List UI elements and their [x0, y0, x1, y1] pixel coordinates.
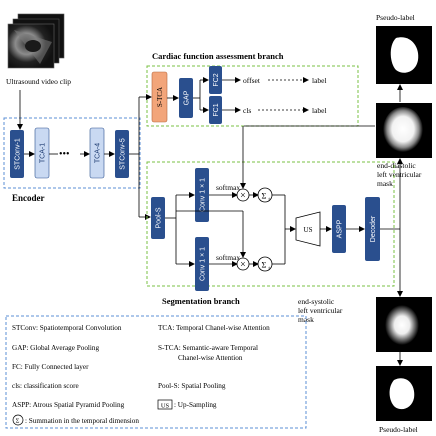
pseudo-label-bottom-shape [389, 378, 415, 410]
tca1-block: TCA-1 [34, 127, 50, 179]
legend-sum: : Summation in the temporal dimension [25, 417, 139, 425]
svg-text:t: t [269, 267, 271, 272]
encoder-box [3, 117, 141, 189]
conv-bottom-block: Conv 1 × 1 [195, 237, 209, 291]
legend-fc: FC: Fully Connected layer [12, 363, 89, 371]
svg-text:FC1: FC1 [213, 103, 220, 116]
legend-sum-icon: Σ [12, 414, 24, 426]
tca4-block: TCA-4 [89, 127, 105, 179]
es-label-2: left ventricular [298, 306, 343, 315]
stconv1-block: STConv-1 [10, 130, 24, 178]
softmax-top-text: softmax [216, 183, 240, 192]
offset-label-text: label [312, 76, 327, 85]
svg-text:TCA-4: TCA-4 [95, 143, 102, 163]
svg-text:×: × [240, 191, 246, 202]
sum-bottom: Σ t [257, 256, 273, 272]
svg-text:Decoder: Decoder [370, 215, 377, 242]
legend-stca-1: S-TCA: Semantic-aware Temporal [158, 344, 258, 352]
svg-text:S-TCA: S-TCA [156, 87, 164, 107]
svg-text:FC2: FC2 [213, 73, 220, 86]
legend-pools: Pool-S: Spatial Pooling [158, 382, 226, 390]
cardiac-branch-title: Cardiac function assessment branch [152, 51, 284, 61]
legend-stconv: STConv: Spatiotemporal Convolution [12, 324, 122, 332]
svg-text:Σ: Σ [16, 418, 20, 425]
upsampling-block: US [295, 211, 321, 247]
svg-text:US: US [304, 226, 313, 234]
legend-us-box: US [157, 399, 173, 410]
svg-text:STConv-5: STConv-5 [120, 138, 127, 170]
fc2-block: FC2 [209, 66, 222, 94]
ed-mask-shape [383, 107, 423, 153]
stca-block: S-TCA [151, 71, 168, 123]
ed-label-3: mask [377, 179, 393, 188]
legend-cls: cls: classification score [12, 382, 79, 390]
ultrasound-clip-label: Ultrasound video clip [6, 77, 71, 86]
multiply-bottom: × [236, 257, 250, 271]
cls-text: cls [243, 106, 251, 115]
svg-text:Conv 1 × 1: Conv 1 × 1 [200, 247, 207, 281]
svg-text:Pool-S: Pool-S [156, 207, 163, 228]
multiply-top: × [236, 188, 250, 202]
svg-text:Σ: Σ [262, 191, 267, 201]
stconv5-block: STConv-5 [115, 130, 129, 178]
decoder-block: Decoder [365, 197, 380, 261]
es-label-1: end-systolic [298, 297, 335, 306]
legend-aspp: ASPP: Atrous Spatial Pyramid Pooling [12, 401, 125, 409]
svg-text:t: t [269, 198, 271, 203]
svg-text:Σ: Σ [262, 260, 267, 270]
cls-label-text: label [312, 106, 327, 115]
pools-block: Pool-S [151, 197, 165, 239]
svg-text:TCA-1: TCA-1 [40, 143, 47, 163]
legend-box [5, 315, 307, 429]
segmentation-branch-box [146, 161, 395, 287]
ed-label-1: end-diastolic [377, 161, 416, 170]
pseudo-label-top-shape [390, 37, 419, 73]
aspp-block: ASPP [332, 205, 346, 253]
ed-label-2: left ventricular [377, 170, 422, 179]
legend-tca: TCA: Temporal Chanel-wise Attention [158, 324, 270, 332]
svg-text:GAP: GAP [184, 90, 191, 105]
es-mask-shape [385, 305, 419, 345]
cardiac-branch-box [146, 65, 359, 127]
svg-text:ASPP: ASPP [337, 219, 344, 238]
svg-text:Conv 1 × 1: Conv 1 × 1 [200, 178, 207, 212]
es-label-3: mask [298, 315, 314, 324]
pseudo-label-bottom-title: Pseudo-label [379, 425, 418, 434]
legend-stca-2: Chanel-wise Attention [178, 354, 243, 362]
pseudo-label-top-title: Pseudo-label [376, 13, 415, 22]
ultrasound-clip-stack [7, 13, 65, 69]
encoder-title: Encoder [12, 193, 45, 203]
segmentation-branch-title: Segmentation branch [162, 296, 240, 306]
sum-top: Σ t [257, 187, 273, 203]
svg-text:×: × [240, 260, 246, 271]
gap-block: GAP [179, 78, 193, 118]
svg-text:US: US [161, 403, 170, 410]
legend-us: : Up-Sampling [174, 401, 217, 409]
legend-gap: GAP: Global Average Pooling [12, 344, 100, 352]
fc1-block: FC1 [209, 96, 222, 124]
encoder-dots: ••• [59, 149, 70, 160]
offset-text: offset [243, 76, 261, 85]
svg-text:STConv-1: STConv-1 [15, 138, 22, 170]
conv-top-block: Conv 1 × 1 [195, 168, 209, 222]
softmax-bottom-text: softmax [216, 253, 240, 262]
